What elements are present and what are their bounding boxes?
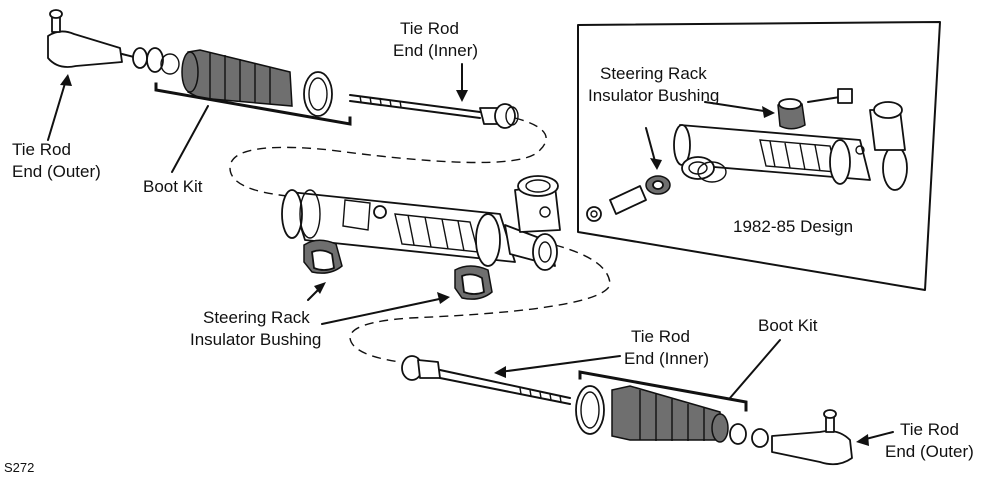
inset-bushing-label-1: Steering Rack — [600, 64, 707, 83]
rack-bushing-left — [303, 239, 343, 274]
inset-border — [577, 21, 941, 291]
boot-top-leader — [171, 105, 209, 173]
inset-panel: Steering Rack Insulator Bushing 1982-85 … — [577, 21, 941, 291]
boot-bottom — [575, 385, 729, 443]
center-arrow-right — [321, 297, 445, 325]
inner-bottom-label-1: Tie Rod — [631, 327, 690, 346]
boot-bottom-leader — [729, 339, 781, 399]
inner-bottom-arrow — [499, 355, 621, 373]
outer-left-label-1: Tie Rod — [12, 140, 71, 159]
inset-bushing-label-2: Insulator Bushing — [588, 86, 719, 105]
outer-tie-rod-end-left — [47, 9, 139, 68]
boot-kit-bracket-bottom — [578, 370, 748, 412]
inner-top-label-1: Tie Rod — [400, 19, 459, 38]
inner-tie-rod-top — [349, 94, 519, 129]
outer-right-label-2: End (Outer) — [885, 442, 974, 461]
jam-nut-left — [132, 47, 180, 75]
inset-arrow-upper — [704, 101, 771, 113]
inner-top-label-2: End (Inner) — [393, 41, 478, 60]
figure-code: S272 — [4, 460, 34, 475]
outer-left-arrow — [47, 79, 67, 141]
center-bushing-label-2: Insulator Bushing — [190, 330, 321, 349]
boot-top — [181, 49, 333, 117]
outer-tie-rod-end-right — [771, 409, 853, 466]
dash-bottom — [349, 244, 611, 363]
inner-tie-rod-bottom — [401, 355, 571, 405]
rack-bushing-right — [454, 265, 493, 300]
inset-insulator-bushing-lower — [586, 156, 727, 222]
design-caption: 1982-85 Design — [733, 217, 853, 236]
dash-top — [229, 117, 547, 197]
inset-rack-housing — [673, 101, 908, 191]
boot-top-label: Boot Kit — [143, 177, 203, 196]
boot-bottom-label: Boot Kit — [758, 316, 818, 335]
inner-bottom-label-2: End (Inner) — [624, 349, 709, 368]
inset-insulator-bushing-upper — [777, 88, 853, 130]
steering-rack-housing — [281, 175, 561, 271]
center-bushing-label-1: Steering Rack — [203, 308, 310, 327]
boot-kit-bracket-top — [154, 82, 352, 126]
jam-nut-right — [729, 423, 769, 448]
outer-left-label-2: End (Outer) — [12, 162, 101, 181]
outer-right-label-1: Tie Rod — [900, 420, 959, 439]
